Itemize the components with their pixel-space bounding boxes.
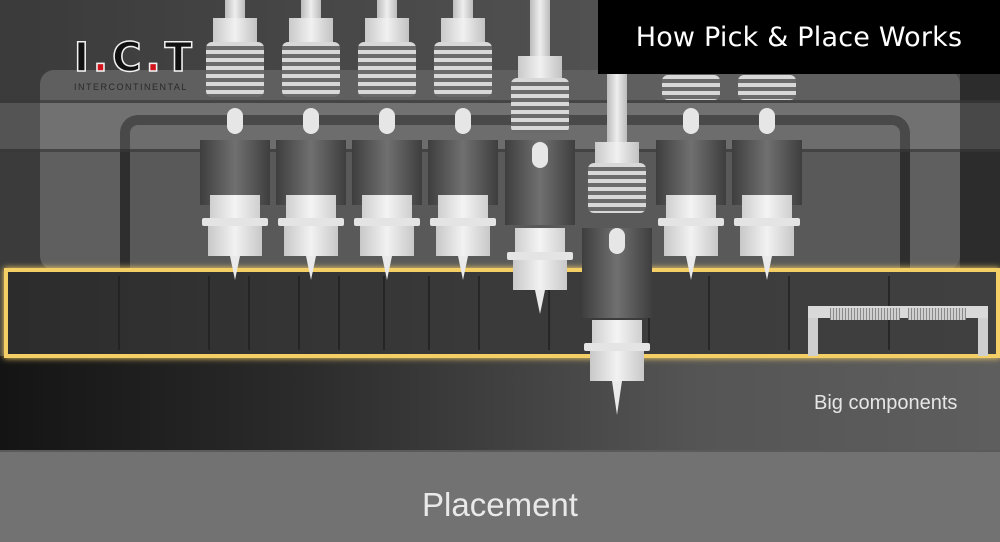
nozzle-6-lowered — [582, 0, 652, 420]
title-banner: How Pick & Place Works — [598, 0, 1000, 74]
big-component-connector — [808, 306, 988, 356]
machine-left-housing — [0, 0, 40, 270]
nozzle-3 — [352, 0, 422, 300]
nozzle-rail — [0, 100, 1000, 152]
nozzle-2 — [276, 0, 346, 300]
caption-bar: Placement — [0, 450, 1000, 542]
lower-shadow-area — [0, 356, 1000, 450]
nozzle-1 — [200, 0, 270, 300]
ict-logo: I.C.T INTERCONTINENTAL — [73, 35, 196, 92]
big-components-label: Big components — [814, 392, 958, 414]
nozzle-8 — [732, 0, 802, 300]
nozzle-7 — [656, 0, 726, 300]
video-title: How Pick & Place Works — [635, 21, 963, 53]
nozzle-4 — [428, 0, 498, 300]
step-caption: Placement — [422, 486, 578, 523]
machine-right-housing — [960, 70, 1000, 270]
machine-scene: Big components — [0, 0, 1000, 450]
nozzle-5 — [505, 0, 575, 340]
logo-wordmark: I.C.T — [73, 35, 196, 81]
logo-subtitle: INTERCONTINENTAL — [74, 82, 188, 92]
